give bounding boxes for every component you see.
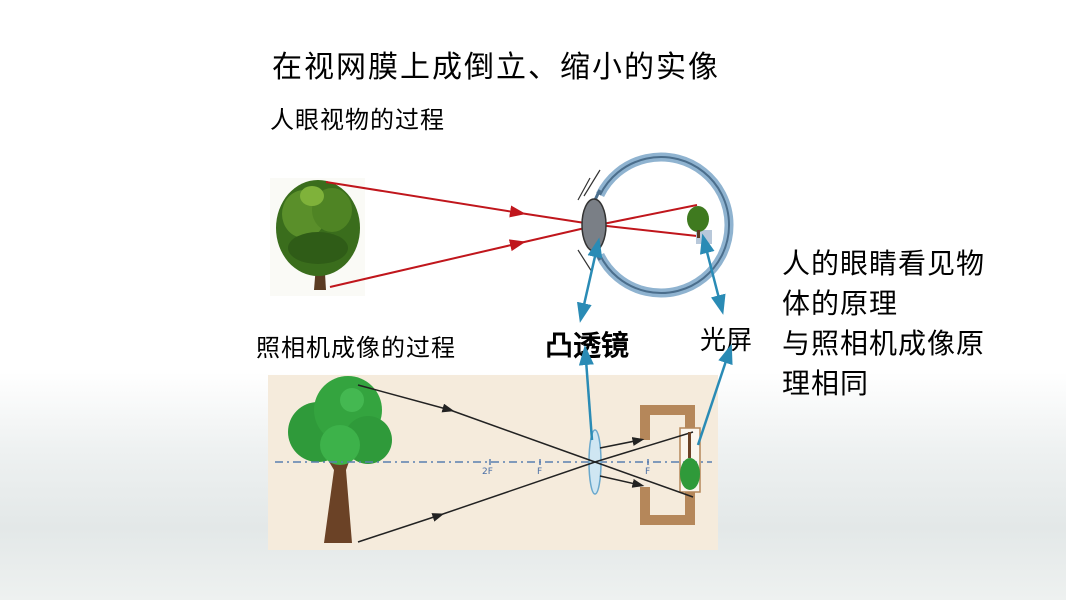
conclusion-line: 人的眼睛看见物 (782, 247, 986, 280)
camera-diagram: 2F F O F (268, 375, 718, 550)
conclusion-line: 与照相机成像原 (782, 327, 986, 360)
retina-image-icon (687, 206, 709, 238)
conclusion-line: 理相同 (782, 367, 870, 400)
eyeball-icon (577, 152, 734, 298)
inverted-image-icon (680, 432, 700, 490)
camera-scene-tree-icon (288, 376, 392, 543)
eye-process-caption: 人眼视物的过程 (270, 106, 445, 134)
conclusion-text: 人的眼睛看见物 体的原理 与照相机成像原 理相同 (782, 244, 1052, 404)
axis-label-2f: 2F (482, 467, 493, 477)
eye-scene-tree-icon (270, 178, 365, 296)
page-title: 在视网膜上成倒立、缩小的实像 (272, 50, 720, 85)
correspondence-arrows (577, 233, 733, 446)
camera-process-caption: 照相机成像的过程 (256, 334, 456, 362)
axis-label-f2: F (645, 467, 650, 477)
axis-label-f: F (537, 467, 542, 477)
conclusion-line: 体的原理 (782, 287, 899, 320)
eye-light-rays (325, 181, 698, 288)
